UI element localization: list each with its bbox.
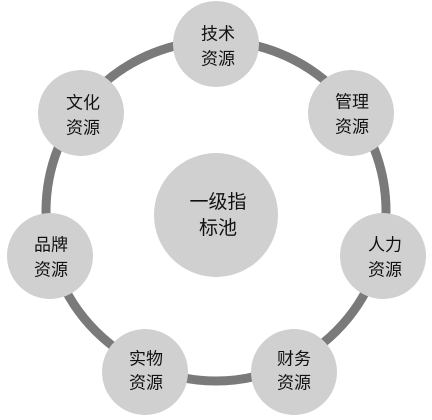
node-circle: [38, 70, 124, 156]
node-label-line1: 人力: [368, 236, 402, 256]
node-management-resources: 管理 资源: [308, 70, 394, 156]
node-label-line2: 资源: [277, 374, 311, 394]
node-brand-resources: 品牌 资源: [7, 213, 93, 299]
node-label-line1: 品牌: [34, 236, 68, 256]
node-label-line1: 财务: [277, 350, 311, 370]
node-label-line1: 文化: [66, 94, 100, 114]
node-circle: [251, 329, 337, 415]
node-label-line2: 资源: [201, 50, 235, 70]
center-circle: [154, 153, 278, 277]
center-label-line1: 一级指: [189, 191, 246, 213]
node-human-resources: 人力 资源: [340, 213, 426, 299]
node-circle: [102, 329, 188, 415]
node-circle: [340, 213, 426, 299]
node-financial-resources: 财务 资源: [251, 329, 337, 415]
node-label-line1: 管理: [335, 93, 369, 113]
node-label-line2: 资源: [129, 374, 163, 394]
node-circle: [7, 213, 93, 299]
node-label-line2: 资源: [368, 261, 402, 281]
node-label-line2: 资源: [66, 119, 100, 139]
center-label-line2: 标池: [199, 217, 237, 239]
node-physical-resources: 实物 资源: [102, 329, 188, 415]
node-circle: [308, 70, 394, 156]
node-label-line1: 实物: [129, 350, 163, 370]
node-circle: [173, 1, 259, 87]
node-tech-resources: 技术 资源: [173, 1, 259, 87]
node-culture-resources: 文化 资源: [38, 70, 124, 156]
node-label-line1: 技术: [201, 25, 235, 45]
center-node: 一级指 标池: [154, 153, 278, 277]
node-label-line2: 资源: [335, 118, 369, 138]
node-label-line2: 资源: [34, 261, 68, 281]
